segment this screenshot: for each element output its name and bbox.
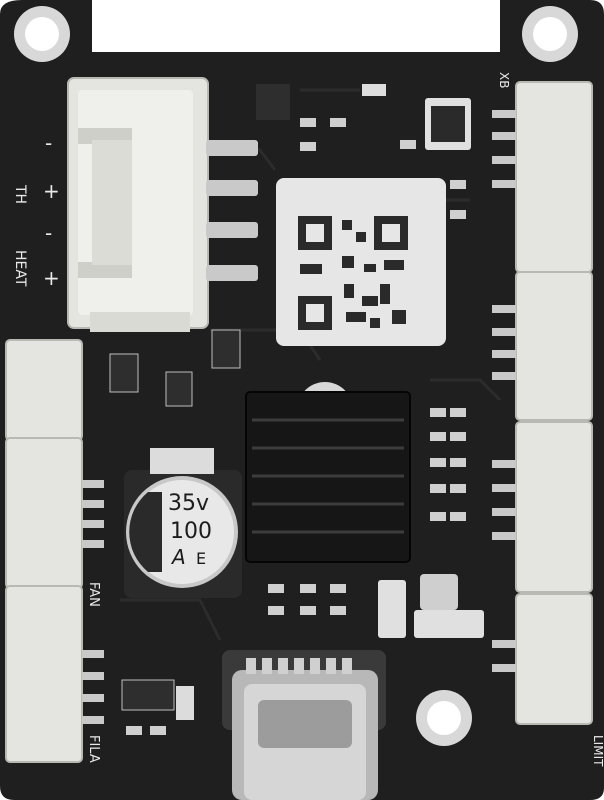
heater-connector-pins [206,140,258,281]
mounting-hole-top-right [522,6,578,62]
silk-plus-2: + [43,266,60,290]
silkscreen-left: - + - + TH HEAT [12,131,60,290]
right-connectors [515,81,593,725]
capacitor-voltage: 35v [168,491,209,516]
qr-code-label [276,178,446,346]
heater-connector [67,77,209,332]
silk-minus-2: - [45,221,52,245]
smd-components [109,84,484,735]
left-connectors [5,339,83,763]
usb-c-connector [222,650,386,800]
silk-xb-label: XB [497,72,511,88]
right-connector-pins [492,110,516,672]
mounting-hole-bottom-right [416,690,472,746]
capacitor-series: E [196,549,206,568]
silk-filament-label: FILA [86,735,101,763]
silk-heat-label: HEAT [12,250,28,287]
silk-plus-1: + [43,179,60,203]
silk-limit-label: LIMIT [591,735,604,767]
silk-minus-1: - [45,131,52,155]
capacitor-capacitance: 100 [170,519,212,544]
silk-fan-label: FAN [86,582,101,607]
silk-th-label: TH [12,184,28,204]
left-connector-pins [82,480,104,724]
heatsink [245,382,411,563]
capacitor-mark: A [170,545,186,569]
electrolytic-capacitor: 35v 100 A E [124,448,242,598]
mounting-hole-top-left [14,6,70,62]
